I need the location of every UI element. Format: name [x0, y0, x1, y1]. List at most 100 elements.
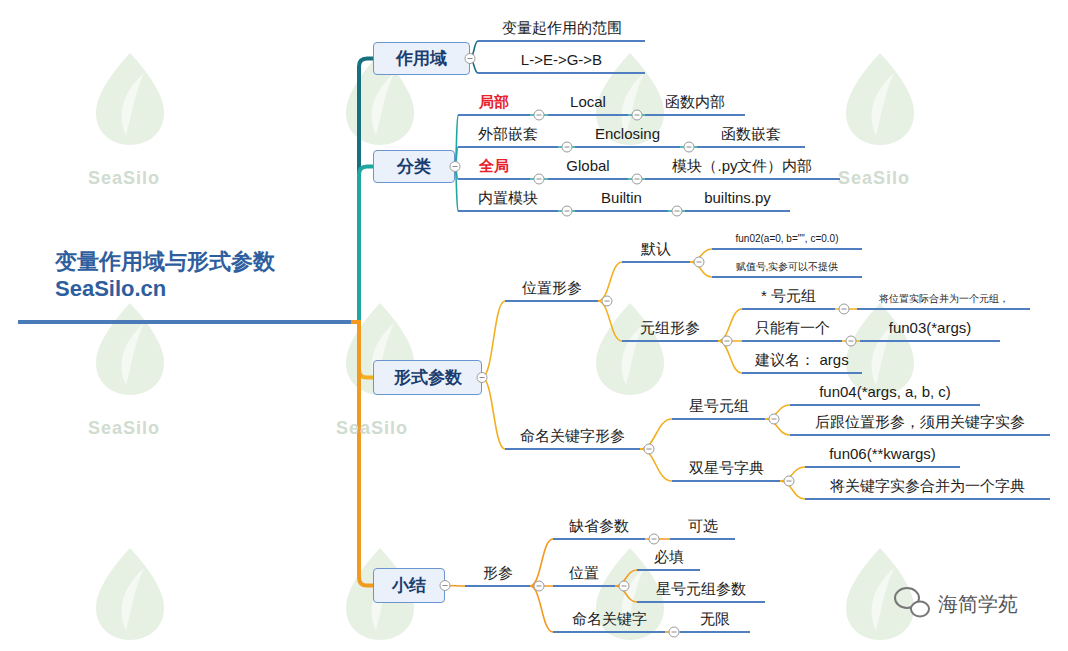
watermark-text: SeaSilo — [88, 418, 160, 439]
watermark-drop — [846, 303, 914, 395]
collapse-marker — [465, 54, 475, 64]
branch-connector — [351, 59, 373, 323]
collapse-marker — [722, 336, 732, 346]
subtopic: 外部嵌套 — [458, 122, 558, 148]
topic-text: 模块（.py文件）内部 — [672, 157, 812, 175]
branch-connector — [530, 114, 548, 116]
topic-text: 只能有一个 — [755, 319, 830, 337]
wechat-logo — [895, 588, 929, 617]
branch-box: 小结 — [373, 568, 445, 603]
topic-text: builtins.py — [704, 189, 771, 207]
collapse-marker — [784, 476, 794, 486]
subtopic: Builtin — [575, 186, 668, 212]
topic-text: 位置形参 — [522, 279, 582, 297]
branch-connector — [482, 301, 505, 378]
topic-text: 后跟位置形参，须用关键字实参 — [815, 413, 1025, 431]
subtopic: 可选 — [670, 514, 735, 540]
collapse-marker — [684, 142, 694, 152]
subtopic: 建议名： args — [742, 348, 862, 374]
collapse-marker — [769, 414, 779, 424]
note-topic: 将位置实际合并为一个元组， — [857, 290, 1030, 310]
collapse-marker — [644, 444, 654, 454]
subtopic: * 号元组 — [742, 284, 835, 310]
subtopic: 元组形参 — [622, 316, 718, 342]
branch-connector — [351, 167, 373, 323]
branch-connector — [842, 340, 860, 342]
branch-connector — [640, 419, 672, 449]
watermark-drop — [846, 53, 914, 145]
branch-connector — [765, 405, 790, 419]
topic-text: 函数内部 — [665, 93, 725, 111]
branch-connector — [690, 262, 712, 277]
subtopic: fun04(*args, a, b, c) — [790, 380, 980, 406]
subtopic: 内置模块 — [458, 186, 558, 212]
watermark-drop — [596, 303, 664, 395]
watermark-text: SeaSilo — [88, 168, 160, 189]
topic-text: 命名关键字 — [572, 610, 647, 628]
subtopic: 星号元组 — [672, 394, 765, 420]
topic-text: 内置模块 — [478, 189, 538, 207]
branch-connector — [665, 631, 680, 633]
branch-connector — [351, 322, 373, 586]
branch-connector — [470, 59, 478, 74]
root-topic: 变量作用域与形式参数SeaSilo.cn — [18, 240, 351, 324]
topic-text: 位置 — [569, 564, 599, 582]
topic-text: 分类 — [397, 158, 431, 176]
branch-connector — [445, 585, 465, 587]
branch-connector — [645, 538, 670, 540]
branch-connector — [690, 249, 712, 262]
branch-connector — [628, 114, 645, 116]
topic-text: 双星号字典 — [689, 459, 764, 477]
topic-text: 小结 — [392, 577, 426, 595]
subtopic: 模块（.py文件）内部 — [645, 154, 840, 180]
subtopic: 形参 — [465, 561, 530, 587]
topic-text: 将位置实际合并为一个元组， — [879, 292, 1009, 305]
topic-text: Global — [566, 157, 609, 175]
note-topic: fun02(a=0, b="", c=0.0) — [712, 230, 862, 250]
branch-connector — [598, 262, 622, 301]
topic-text: Local — [570, 93, 606, 111]
subtopic: Enclosing — [575, 122, 680, 148]
subtopic: 双星号字典 — [672, 456, 780, 482]
subtopic: 函数嵌套 — [697, 122, 805, 148]
topic-text: 默认 — [641, 240, 671, 258]
subtopic: 星号元组参数 — [637, 577, 765, 603]
topic-text: 命名关键字形参 — [520, 427, 625, 445]
topic-text: fun06(**kwargs) — [829, 445, 936, 463]
topic-text: 形式参数 — [394, 369, 462, 387]
subtopic: 只能有一个 — [742, 316, 842, 342]
branch-connector — [765, 419, 790, 435]
topic-text: 星号元组参数 — [656, 580, 746, 598]
subtopic: 函数内部 — [645, 90, 745, 116]
subtopic: builtins.py — [685, 186, 790, 212]
subtopic: 缺省参数 — [553, 514, 645, 540]
topic-text: 函数嵌套 — [721, 125, 781, 143]
topic-text: 可选 — [688, 517, 718, 535]
topic-text: 元组形参 — [640, 319, 700, 337]
collapse-marker — [632, 110, 642, 120]
subtitle-text: SeaSilo.cn — [55, 275, 351, 302]
branch-connector — [530, 178, 548, 180]
branch-connector — [351, 322, 373, 378]
subtopic: fun06(**kwargs) — [805, 442, 960, 468]
subtopic: 无限 — [680, 607, 750, 633]
collapse-marker — [450, 162, 460, 172]
branch-connector — [718, 341, 742, 373]
subtopic: 全局 — [458, 154, 530, 180]
subtopic: 命名关键字形参 — [505, 424, 640, 450]
topic-text: 变量起作用的范围 — [502, 19, 622, 37]
collapse-marker — [632, 174, 642, 184]
collapse-marker — [562, 206, 572, 216]
branch-connector — [530, 539, 553, 586]
collapse-marker — [649, 534, 659, 544]
collapse-marker — [534, 174, 544, 184]
watermark-text: SeaSilo — [838, 168, 910, 189]
collapse-marker — [534, 581, 544, 591]
branch-connector — [628, 178, 645, 180]
subtopic: Local — [548, 90, 628, 116]
topic-text: 无限 — [700, 610, 730, 628]
branch-box: 形式参数 — [373, 360, 482, 395]
subtopic: 将关键字实参合并为一个字典 — [805, 474, 1050, 500]
branch-connector — [718, 309, 742, 341]
collapse-marker — [619, 581, 629, 591]
